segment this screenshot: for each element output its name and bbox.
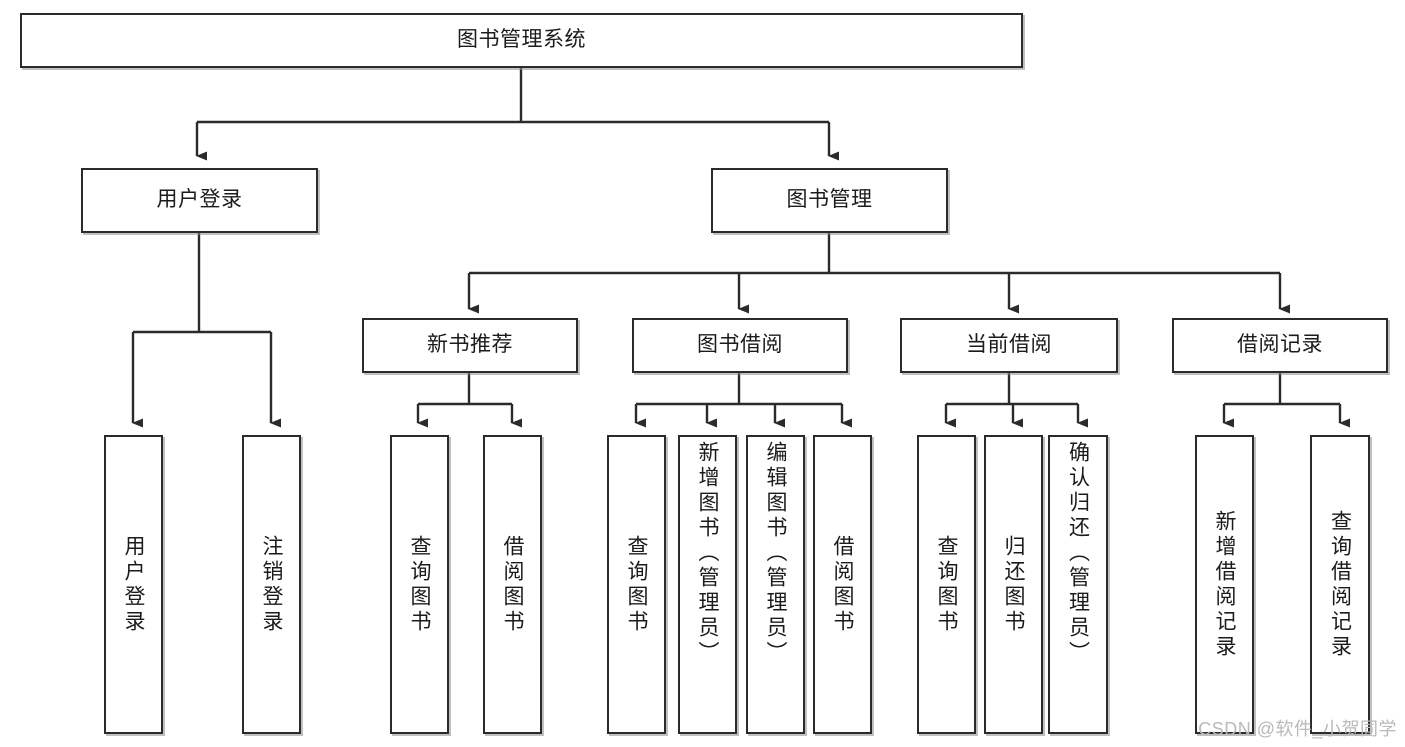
leaf-query-borrow-record[interactable]: 查询借阅记录 (1310, 435, 1370, 734)
node-label: 借阅图书 (501, 534, 524, 635)
node-label: 查询图书 (625, 534, 648, 635)
leaf-logout[interactable]: 注销登录 (242, 435, 301, 734)
leaf-confirm-return-admin[interactable]: 确认归还（管理员） (1048, 435, 1108, 734)
node-label: 新增借阅记录 (1213, 509, 1236, 660)
leaf-query-book-current[interactable]: 查询图书 (917, 435, 976, 734)
node-new-book-recommend[interactable]: 新书推荐 (362, 318, 578, 373)
leaf-add-borrow-record[interactable]: 新增借阅记录 (1195, 435, 1254, 734)
node-current-borrow[interactable]: 当前借阅 (900, 318, 1118, 373)
node-label: 归还图书 (1002, 534, 1025, 635)
node-book-borrow[interactable]: 图书借阅 (632, 318, 848, 373)
node-label: 用户登录 (122, 534, 145, 635)
node-label: 当前借阅 (966, 333, 1052, 357)
node-root[interactable]: 图书管理系统 (20, 13, 1023, 68)
node-book-management[interactable]: 图书管理 (711, 168, 948, 233)
leaf-return-book[interactable]: 归还图书 (984, 435, 1043, 734)
node-borrow-record[interactable]: 借阅记录 (1172, 318, 1388, 373)
leaf-borrow-book[interactable]: 借阅图书 (813, 435, 872, 734)
node-label: 编辑图书（管理员） (764, 441, 787, 666)
leaf-query-book-recommend[interactable]: 查询图书 (390, 435, 449, 734)
leaf-user-login[interactable]: 用户登录 (104, 435, 163, 734)
node-label: 图书借阅 (697, 333, 783, 357)
leaf-add-book-admin[interactable]: 新增图书（管理员） (678, 435, 737, 734)
node-user-login[interactable]: 用户登录 (81, 168, 318, 233)
leaf-edit-book-admin[interactable]: 编辑图书（管理员） (746, 435, 805, 734)
node-label: 新增图书（管理员） (696, 441, 719, 666)
node-label: 用户登录 (156, 188, 243, 212)
node-label: 注销登录 (260, 534, 283, 635)
leaf-borrow-book-recommend[interactable]: 借阅图书 (483, 435, 542, 734)
node-label: 新书推荐 (427, 333, 513, 357)
node-label: 查询借阅记录 (1328, 509, 1352, 660)
node-label: 查询图书 (408, 534, 431, 635)
leaf-query-book-borrow[interactable]: 查询图书 (607, 435, 666, 734)
node-label: 借阅图书 (831, 534, 854, 635)
node-label: 借阅记录 (1237, 333, 1323, 357)
node-label: 图书管理 (786, 188, 873, 212)
node-label: 确认归还（管理员） (1066, 441, 1090, 666)
node-label: 图书管理系统 (457, 28, 586, 52)
node-label: 查询图书 (935, 534, 958, 635)
